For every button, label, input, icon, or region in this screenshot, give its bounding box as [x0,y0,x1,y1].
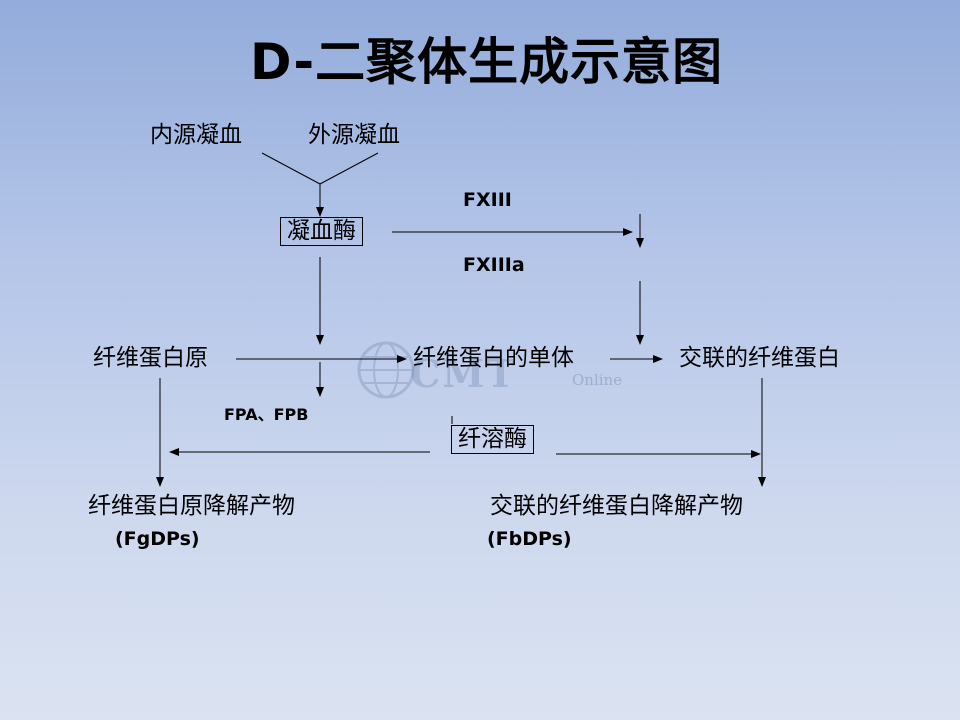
watermark-text: CMT [410,351,517,396]
label-fxiii: FXIII [463,189,512,211]
connector-extrinsic [319,152,379,185]
node-fgdp: 纤维蛋白原降解产物 [88,493,295,519]
watermark-subtext: Online [572,371,623,389]
node-fibrin-monomer: 纤维蛋白的单体 [413,345,574,371]
label-fbdp-abbr: (FbDPs) [487,528,572,550]
globe-watermark-icon [357,341,415,399]
node-crosslinked-fibrin: 交联的纤维蛋白 [679,345,840,371]
label-fgdp-abbr: (FgDPs) [115,528,200,550]
label-fpa-fpb: FPA、FPB [224,405,309,424]
node-thrombin: 凝血酶 [280,217,363,246]
node-extrinsic-coagulation: 外源凝血 [308,122,400,148]
node-fibrinogen: 纤维蛋白原 [93,345,208,371]
label-fxiiia: FXIIIa [463,254,525,276]
node-plasmin: 纤溶酶 [451,425,534,454]
node-fbdp: 交联的纤维蛋白降解产物 [490,493,743,519]
connector-intrinsic [261,152,321,185]
page-title: D-二聚体生成示意图 [250,33,724,91]
node-intrinsic-coagulation: 内源凝血 [150,122,242,148]
